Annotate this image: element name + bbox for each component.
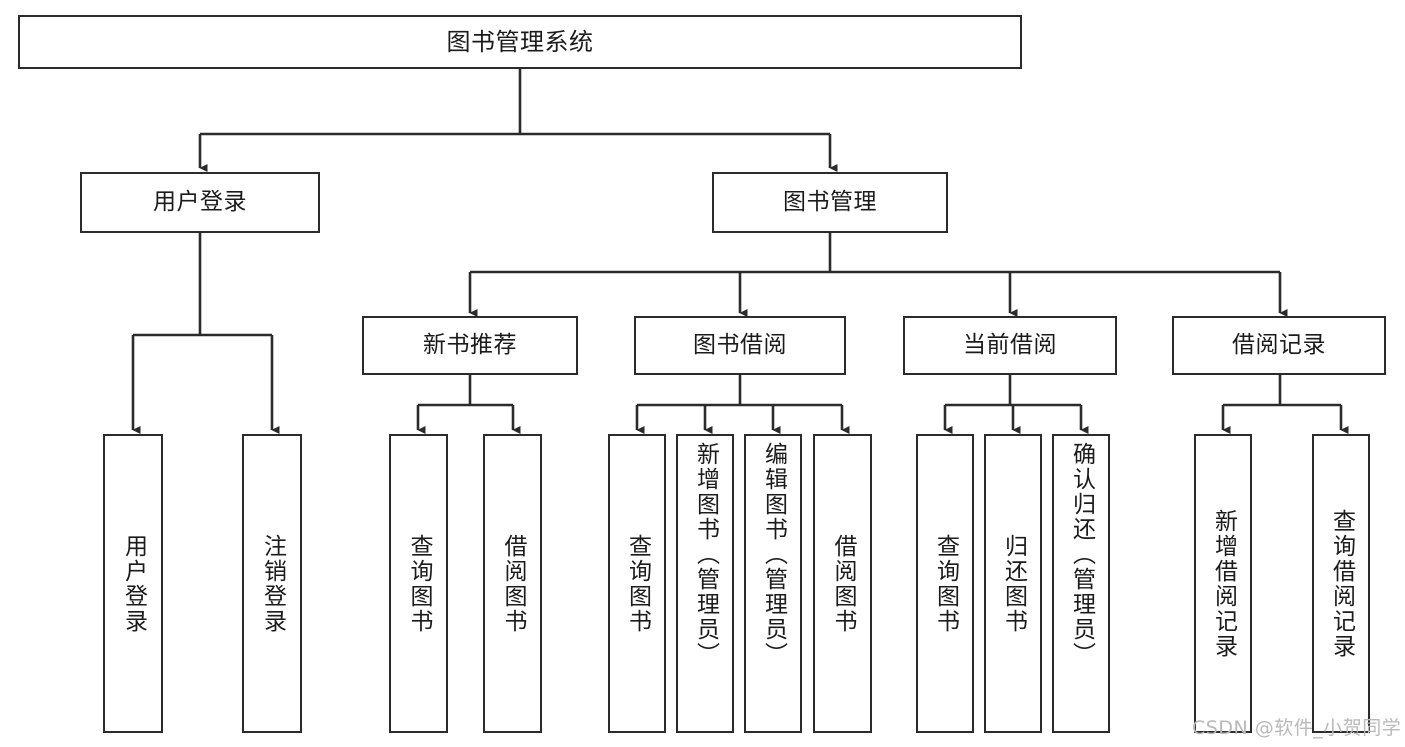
leaf-confirm-return-admin-label: 确认归还（管理员） [1068, 442, 1095, 667]
node-borrow-record[interactable]: 借阅记录 [1172, 316, 1386, 375]
leaf-query-book-1[interactable]: 查询图书 [389, 434, 448, 733]
leaf-borrow-book-1[interactable]: 借阅图书 [483, 434, 542, 733]
leaf-borrow-book-2-label: 借阅图书 [830, 533, 856, 634]
leaf-edit-book-admin[interactable]: 编辑图书（管理员） [744, 434, 802, 733]
leaf-user-login-label: 用户登录 [120, 533, 147, 634]
leaf-query-borrow-record-label: 查询借阅记录 [1328, 508, 1355, 659]
node-borrow-record-label: 借阅记录 [1232, 331, 1326, 358]
leaf-user-login[interactable]: 用户登录 [103, 434, 163, 733]
node-current-borrow[interactable]: 当前借阅 [903, 316, 1117, 375]
leaf-query-book-3[interactable]: 查询图书 [916, 434, 974, 733]
leaf-query-borrow-record[interactable]: 查询借阅记录 [1312, 434, 1370, 733]
node-book-management-label: 图书管理 [783, 188, 877, 215]
leaf-confirm-return-admin[interactable]: 确认归还（管理员） [1052, 434, 1110, 733]
leaf-add-book-admin[interactable]: 新增图书（管理员） [676, 434, 734, 733]
leaf-logout-login-label: 注销登录 [259, 533, 286, 634]
leaf-borrow-book-2[interactable]: 借阅图书 [813, 434, 872, 733]
node-user-login-label: 用户登录 [153, 188, 247, 215]
leaf-add-book-admin-label: 新增图书（管理员） [692, 442, 719, 667]
leaf-logout-login[interactable]: 注销登录 [242, 434, 302, 733]
leaf-query-book-1-label: 查询图书 [406, 533, 432, 634]
leaf-return-book-label: 归还图书 [1000, 533, 1027, 634]
leaf-query-book-2[interactable]: 查询图书 [608, 434, 666, 733]
node-book-borrow[interactable]: 图书借阅 [634, 316, 846, 375]
node-new-book-recommend-label: 新书推荐 [423, 331, 517, 358]
node-current-borrow-label: 当前借阅 [963, 331, 1057, 358]
node-book-management[interactable]: 图书管理 [712, 172, 948, 233]
leaf-edit-book-admin-label: 编辑图书（管理员） [760, 442, 787, 667]
csdn-watermark: CSDN @软件_小贺同学 [1192, 717, 1402, 739]
leaf-query-book-3-label: 查询图书 [932, 533, 959, 634]
node-book-borrow-label: 图书借阅 [693, 331, 787, 358]
leaf-borrow-book-1-label: 借阅图书 [500, 533, 526, 634]
leaf-query-book-2-label: 查询图书 [624, 533, 651, 634]
node-user-login[interactable]: 用户登录 [80, 172, 320, 233]
node-root-system-label: 图书管理系统 [446, 27, 594, 56]
leaf-return-book[interactable]: 归还图书 [984, 434, 1042, 733]
leaf-add-borrow-record[interactable]: 新增借阅记录 [1194, 434, 1252, 733]
leaf-add-borrow-record-label: 新增借阅记录 [1210, 508, 1237, 659]
node-new-book-recommend[interactable]: 新书推荐 [362, 316, 578, 375]
node-root-system[interactable]: 图书管理系统 [18, 15, 1022, 69]
